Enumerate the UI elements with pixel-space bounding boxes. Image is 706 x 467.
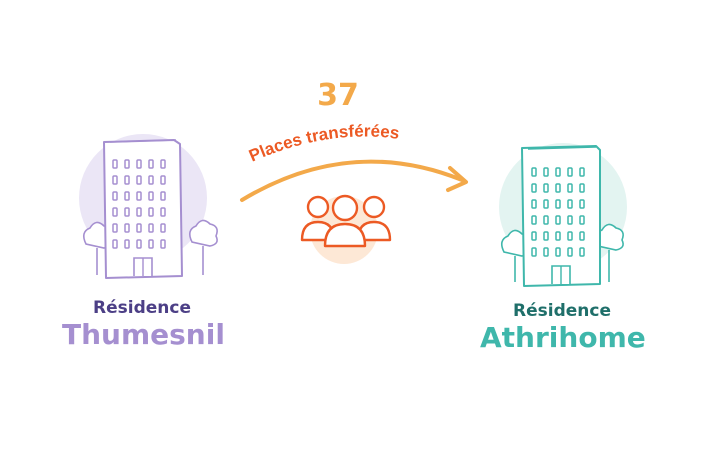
window [136, 159, 142, 169]
window [160, 175, 166, 185]
window [567, 167, 573, 177]
window [112, 207, 118, 217]
window [531, 183, 537, 193]
window [531, 199, 537, 209]
window [567, 199, 573, 209]
window [579, 199, 585, 209]
window [555, 167, 561, 177]
window [579, 215, 585, 225]
window [531, 167, 537, 177]
window [124, 175, 130, 185]
window [160, 207, 166, 217]
window [543, 247, 549, 257]
window [579, 167, 585, 177]
window [124, 207, 130, 217]
people-group-icon [300, 194, 392, 264]
window [112, 175, 118, 185]
window [136, 223, 142, 233]
window [148, 175, 154, 185]
window [543, 231, 549, 241]
window [148, 191, 154, 201]
curved-arrow-icon [240, 159, 468, 202]
window [555, 215, 561, 225]
window [543, 199, 549, 209]
window [160, 191, 166, 201]
window [579, 247, 585, 257]
window [531, 247, 537, 257]
window [148, 207, 154, 217]
window [112, 223, 118, 233]
window [136, 191, 142, 201]
transfer-caption: Places transférées [246, 121, 400, 165]
window [160, 159, 166, 169]
window [567, 215, 573, 225]
window [148, 159, 154, 169]
window [579, 183, 585, 193]
window [136, 207, 142, 217]
window [112, 239, 118, 249]
window [124, 159, 130, 169]
window [567, 231, 573, 241]
window [160, 239, 166, 249]
window [124, 191, 130, 201]
window [148, 223, 154, 233]
destination-residence-name: Athrihome [480, 321, 646, 354]
window [555, 247, 561, 257]
window [124, 239, 130, 249]
destination-building-icon [499, 143, 627, 287]
source-building-icon [79, 134, 218, 279]
source-residence-name: Thumesnil [62, 318, 225, 351]
window [136, 175, 142, 185]
window [543, 183, 549, 193]
window [555, 199, 561, 209]
window [112, 159, 118, 169]
source-residence-prefix: Résidence [93, 298, 191, 318]
window [148, 239, 154, 249]
window [136, 239, 142, 249]
window [531, 215, 537, 225]
window [555, 231, 561, 241]
window [543, 167, 549, 177]
window [531, 231, 537, 241]
window [543, 215, 549, 225]
window [124, 223, 130, 233]
window [567, 247, 573, 257]
window [579, 231, 585, 241]
destination-residence-prefix: Résidence [513, 301, 611, 321]
window [112, 191, 118, 201]
window [555, 183, 561, 193]
transfer-count: 37 [317, 78, 359, 113]
window [160, 223, 166, 233]
window [567, 183, 573, 193]
